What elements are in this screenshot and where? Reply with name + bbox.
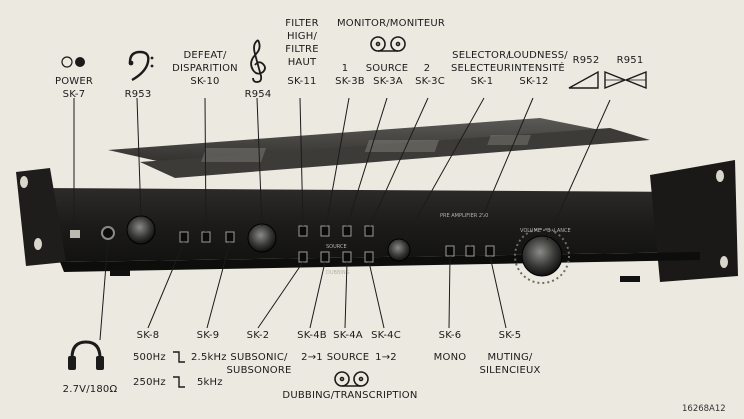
dub-source-label: SOURCE xyxy=(326,352,370,363)
filtre-label: FILTRE xyxy=(285,44,319,55)
sk4a-label: SK-4A xyxy=(333,330,363,341)
power-switch-icon xyxy=(61,56,85,68)
tape-reel-icon-bottom xyxy=(334,371,369,387)
silencieux-label: SILENCIEUX xyxy=(479,365,541,376)
dub-1to2-label: 1→2 xyxy=(375,352,397,363)
treble-knob xyxy=(247,223,277,253)
loudness-label: LOUDNESS/ xyxy=(508,50,568,61)
volume-knob-ring xyxy=(514,228,570,284)
figure-number: 16268A12 xyxy=(682,404,726,414)
svg-text:VOLUME • BALANCE: VOLUME • BALANCE xyxy=(520,228,571,234)
defeat-label: DEFEAT/ xyxy=(183,50,227,61)
defeat-label-fr: DISPARITION xyxy=(172,63,238,74)
svg-text:DUBBING: DUBBING xyxy=(326,270,350,276)
monitor-label: MONITOR/MONITEUR xyxy=(336,18,446,29)
volume-wedge-icon xyxy=(568,70,599,89)
bass-clef-icon xyxy=(128,50,154,82)
subsonic-label: SUBSONIC/ xyxy=(230,352,288,363)
volume-knob xyxy=(521,235,563,277)
balance-wedge-icon xyxy=(604,70,647,90)
treble-clef-icon xyxy=(250,39,266,83)
2500hz-label: 2.5kHz xyxy=(191,352,227,363)
sk6-label: SK-6 xyxy=(438,330,462,341)
filter-high-label: HIGH/ xyxy=(286,31,318,42)
250hz-label: 250Hz xyxy=(133,377,166,388)
sk4b-label: SK-4B xyxy=(297,330,327,341)
r951-label: R951 xyxy=(616,55,644,66)
mono-label: MONO xyxy=(433,352,467,363)
selecteur-label: SELECTEUR xyxy=(450,63,512,74)
svg-text:PRE AMPLIFIER 250: PRE AMPLIFIER 250 xyxy=(440,213,488,219)
sk12-label: SK-12 xyxy=(519,76,549,87)
top-cover-front xyxy=(140,128,650,178)
sk5-label: SK-5 xyxy=(498,330,522,341)
selector-knob xyxy=(387,238,411,262)
r952-label: R952 xyxy=(572,55,600,66)
headphone-icon xyxy=(68,340,104,370)
tape-reel-icon xyxy=(370,36,406,52)
rack-ear-left xyxy=(16,168,66,266)
source-1-label: 1 xyxy=(341,63,349,74)
power-label: POWER xyxy=(54,76,94,87)
intensite-label: INTENSITÉ xyxy=(511,63,565,74)
sk3c-label: SK-3C xyxy=(415,76,445,87)
dub-2to1-label: 2→1 xyxy=(301,352,323,363)
dubbing-label: DUBBING/TRANSCRIPTION xyxy=(282,390,418,401)
5khz-label: 5kHz xyxy=(197,377,223,388)
sk3b-label: SK-3B xyxy=(335,76,365,87)
sk2-label: SK-2 xyxy=(246,330,270,341)
sk8-label: SK-8 xyxy=(136,330,160,341)
rack-ear-right xyxy=(650,160,738,282)
muting-label: MUTING/ xyxy=(487,352,533,363)
sk3a-label: SK-3A xyxy=(373,76,403,87)
sk7-label: SK-7 xyxy=(62,89,86,100)
svg-text:SOURCE: SOURCE xyxy=(326,244,347,250)
500hz-label: 500Hz xyxy=(133,352,166,363)
sk1-label: SK-1 xyxy=(470,76,494,87)
sk9-label: SK-9 xyxy=(196,330,220,341)
source-label: SOURCE xyxy=(365,63,409,74)
source-2-label: 2 xyxy=(423,63,431,74)
sk11-label: SK-11 xyxy=(287,76,317,87)
subsonore-label: SUBSONORE xyxy=(226,365,292,376)
power-switch xyxy=(70,230,80,238)
selector-label: SELECTOR/ xyxy=(452,50,510,61)
filter-label: FILTER xyxy=(285,18,319,29)
r953-label: R953 xyxy=(124,89,152,100)
r954-label: R954 xyxy=(244,89,272,100)
bass-knob xyxy=(126,215,156,245)
sk4c-label: SK-4C xyxy=(371,330,401,341)
haut-label: HAUT xyxy=(287,57,317,68)
headphone-label: 2.7V/180Ω xyxy=(62,384,118,395)
sk10-label: SK-10 xyxy=(190,76,220,87)
headphone-jack xyxy=(101,226,115,240)
